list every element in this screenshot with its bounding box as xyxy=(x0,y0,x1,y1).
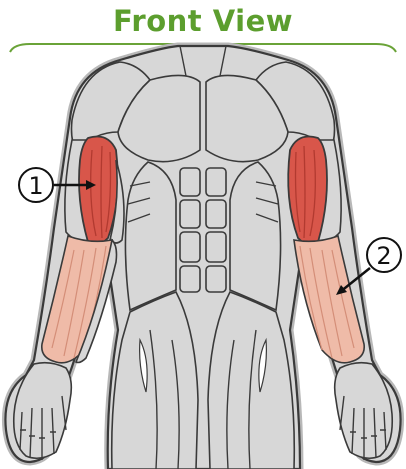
callout-1-number: 1 xyxy=(28,172,43,200)
right-oblique xyxy=(230,162,281,310)
left-oblique xyxy=(125,162,176,310)
callout-2-number: 2 xyxy=(376,242,391,270)
